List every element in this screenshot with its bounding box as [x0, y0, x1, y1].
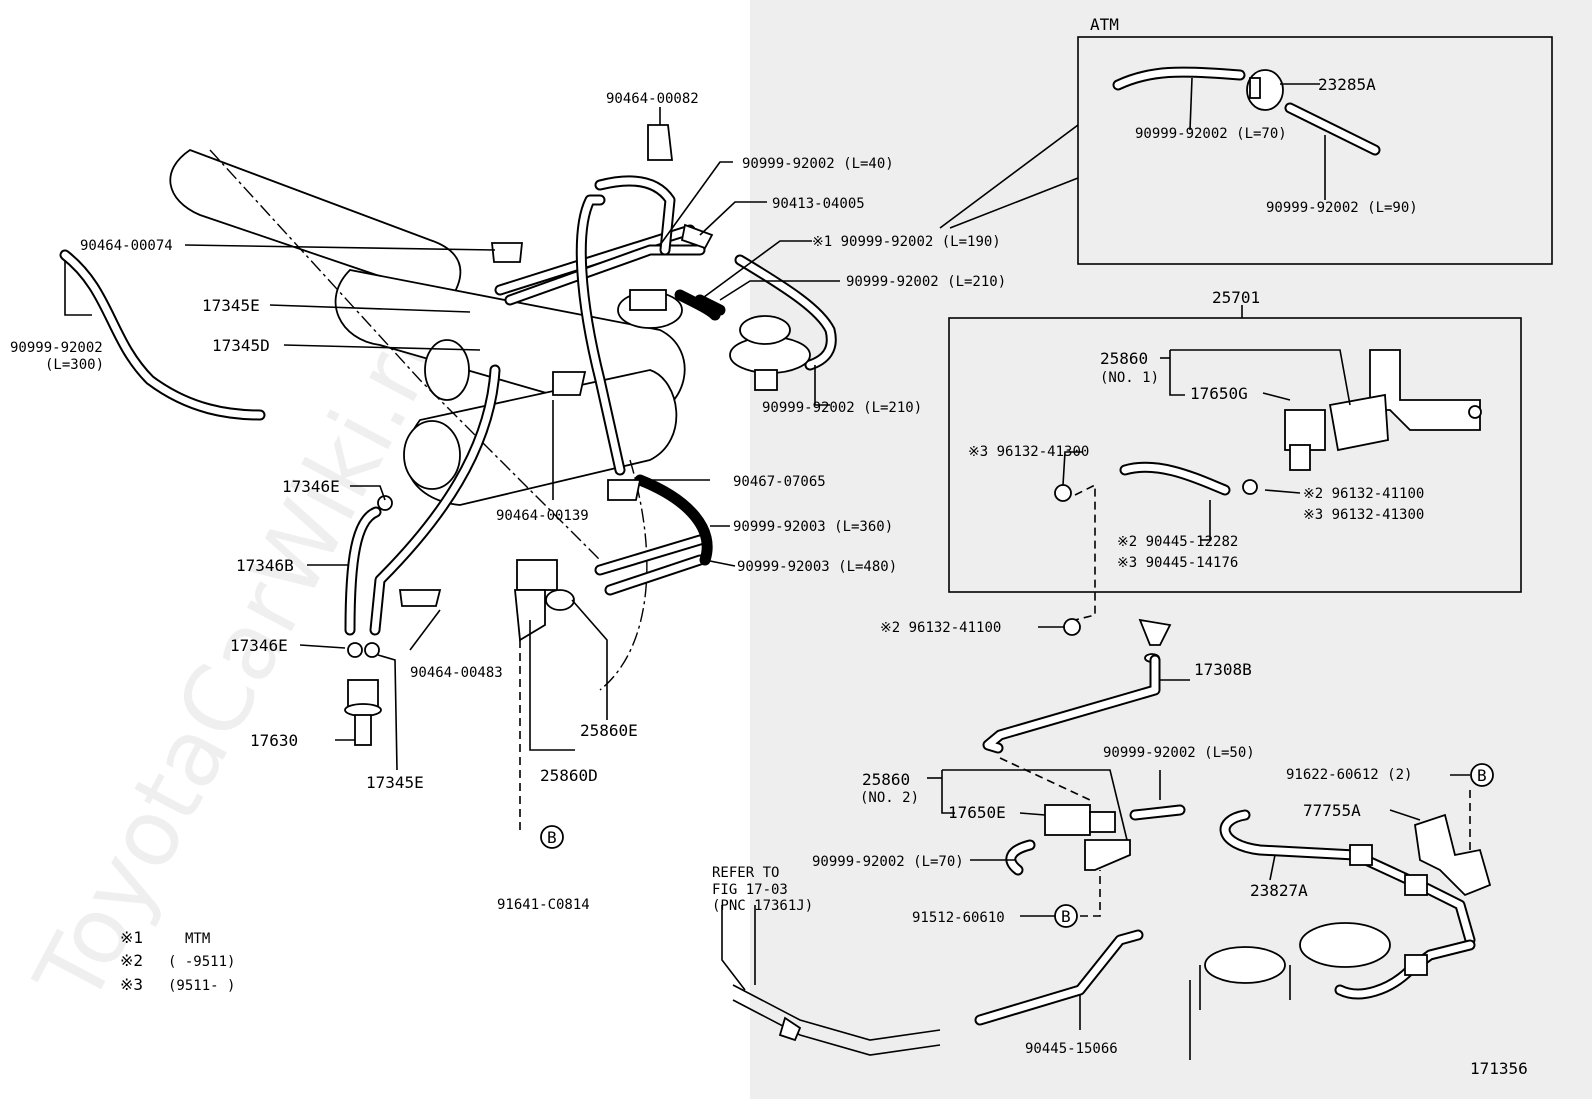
ref-circle-b-left — [540, 825, 564, 849]
label-17630: 17630 — [250, 731, 298, 750]
label-23285a: 23285A — [1318, 75, 1376, 94]
atm-hose-l70 — [1112, 66, 1246, 91]
lower-right — [721, 618, 1492, 1060]
label-c2-96132-41100: ※2 96132-41100 — [1303, 486, 1424, 502]
refer-pipe — [732, 984, 941, 1056]
bvsv-upper — [617, 289, 683, 329]
atm-filter-23285a — [1246, 69, 1284, 111]
label-90999-l300b: (L=300) — [45, 357, 104, 373]
assy-title-25701: 25701 — [1212, 288, 1260, 307]
footnotes: ※1 MTM ※2 ( -9511) ※3 (9511- ) — [120, 928, 235, 994]
label-atm-l90: 90999-92002 (L=90) — [1266, 200, 1418, 216]
vsv-17650e — [1044, 804, 1131, 871]
label-91512-60610: 91512-60610 — [912, 910, 1005, 926]
note-1-mark: ※1 — [120, 928, 143, 947]
bracket-assy — [1328, 349, 1482, 452]
note-1-text: MTM — [185, 931, 210, 947]
valve-25860e — [514, 559, 575, 642]
hose-l70 — [1005, 839, 1036, 876]
ref-b-left-letter: B — [547, 828, 557, 847]
clips-left — [347, 124, 714, 658]
label-17650e: 17650E — [948, 803, 1006, 822]
hose-23827a — [1219, 809, 1476, 946]
label-c2-90445-12282: ※2 90445-12282 — [1117, 534, 1238, 550]
note-3-mark: ※3 — [120, 975, 143, 994]
label-17346b: 17346B — [236, 556, 294, 575]
label-90999-l210a: 90999-92002 (L=210) — [846, 274, 1006, 290]
label-17346e-b: 17346E — [230, 636, 288, 655]
atm-hose-l90 — [1284, 102, 1381, 156]
label-90464-00074: 90464-00074 — [80, 238, 173, 254]
label-refer-3: (PNC 17361J) — [712, 898, 813, 914]
label-91641-c0814: 91641-C0814 — [497, 897, 590, 913]
label-c3-96132-41300-a: ※3 96132-41300 — [968, 444, 1089, 460]
label-90467-07065: 90467-07065 — [733, 474, 826, 490]
label-17346e-a: 17346E — [282, 477, 340, 496]
label-90999-l40: 90999-92002 (L=40) — [742, 156, 894, 172]
label-no2: (NO. 2) — [860, 790, 919, 806]
label-c3-96132-41300-b: ※3 96132-41300 — [1303, 507, 1424, 523]
label-90464-00483: 90464-00483 — [410, 665, 503, 681]
diaphragm-valve — [729, 315, 811, 391]
upper-hoses — [494, 175, 837, 596]
label-90999-l300a: 90999-92002 — [10, 340, 103, 356]
note-2-text: ( -9511) — [168, 954, 235, 970]
ref-b-right-letter: B — [1477, 766, 1487, 785]
label-90445-15066: 90445-15066 — [1025, 1041, 1118, 1057]
hose-l300 — [59, 249, 266, 421]
label-25860-no1: 25860 — [1100, 349, 1148, 368]
switch-17630 — [344, 679, 382, 746]
label-90999-l50: 90999-92002 (L=50) — [1103, 745, 1255, 761]
label-90999-l70: 90999-92002 (L=70) — [812, 854, 964, 870]
label-refer-2: FIG 17-03 — [712, 882, 788, 898]
label-atm-l70: 90999-92002 (L=70) — [1135, 126, 1287, 142]
ref-circle-b-right — [1470, 763, 1494, 787]
label-90464-00082: 90464-00082 — [606, 91, 699, 107]
label-90999-l210b: 90999-92002 (L=210) — [762, 400, 922, 416]
note-3-text: (9511- ) — [168, 978, 235, 994]
vsv-17650g — [1284, 409, 1326, 471]
label-c3-90445-14176: ※3 90445-14176 — [1117, 555, 1238, 571]
label-17345e-bot: 17345E — [366, 773, 424, 792]
hose-90445 — [1119, 461, 1231, 496]
label-90999-l190: ※1 90999-92002 (L=190) — [812, 234, 1001, 250]
hose-90445-15066 — [974, 929, 1144, 1026]
leader-lines-left — [64, 107, 840, 830]
label-90413-04005: 90413-04005 — [772, 196, 865, 212]
atm-box — [939, 36, 1553, 265]
label-25860e: 25860E — [580, 721, 638, 740]
canister-lower — [1189, 922, 1391, 1060]
label-17345e-top: 17345E — [202, 296, 260, 315]
label-17650g: 17650G — [1190, 384, 1248, 403]
hose-l50 — [1129, 804, 1186, 821]
label-90464-00139: 90464-00139 — [496, 508, 589, 524]
label-91622-60612: 91622-60612 (2) — [1286, 767, 1412, 783]
bracket-77755a — [1414, 813, 1492, 897]
label-25860d: 25860D — [540, 766, 598, 785]
hose-17346b — [344, 506, 382, 636]
pipe-17308b — [982, 654, 1161, 754]
label-90999-l480: 90999-92003 (L=480) — [737, 559, 897, 575]
label-90999-l360: 90999-92003 (L=360) — [733, 519, 893, 535]
atm-title: ATM — [1090, 15, 1119, 34]
label-17308b: 17308B — [1194, 660, 1252, 679]
label-no1: (NO. 1) — [1100, 370, 1159, 386]
ref-b-mid-letter: B — [1061, 907, 1071, 926]
label-25860-no2: 25860 — [862, 770, 910, 789]
label-17345d: 17345D — [212, 336, 270, 355]
ref-circle-b-mid — [1054, 904, 1078, 928]
diagram-id: 171356 — [1470, 1059, 1528, 1078]
label-23827a: 23827A — [1250, 881, 1308, 900]
label-77755a: 77755A — [1303, 801, 1361, 820]
assy-box-25701 — [948, 305, 1522, 621]
label-refer-1: REFER TO — [712, 865, 779, 881]
hose-17345d — [369, 364, 501, 636]
labels: 90464-00082 90999-92002 (L=40) 90413-040… — [10, 15, 1528, 1078]
label-c2-96132-41100-out: ※2 96132-41100 — [880, 620, 1001, 636]
note-2-mark: ※2 — [120, 951, 143, 970]
